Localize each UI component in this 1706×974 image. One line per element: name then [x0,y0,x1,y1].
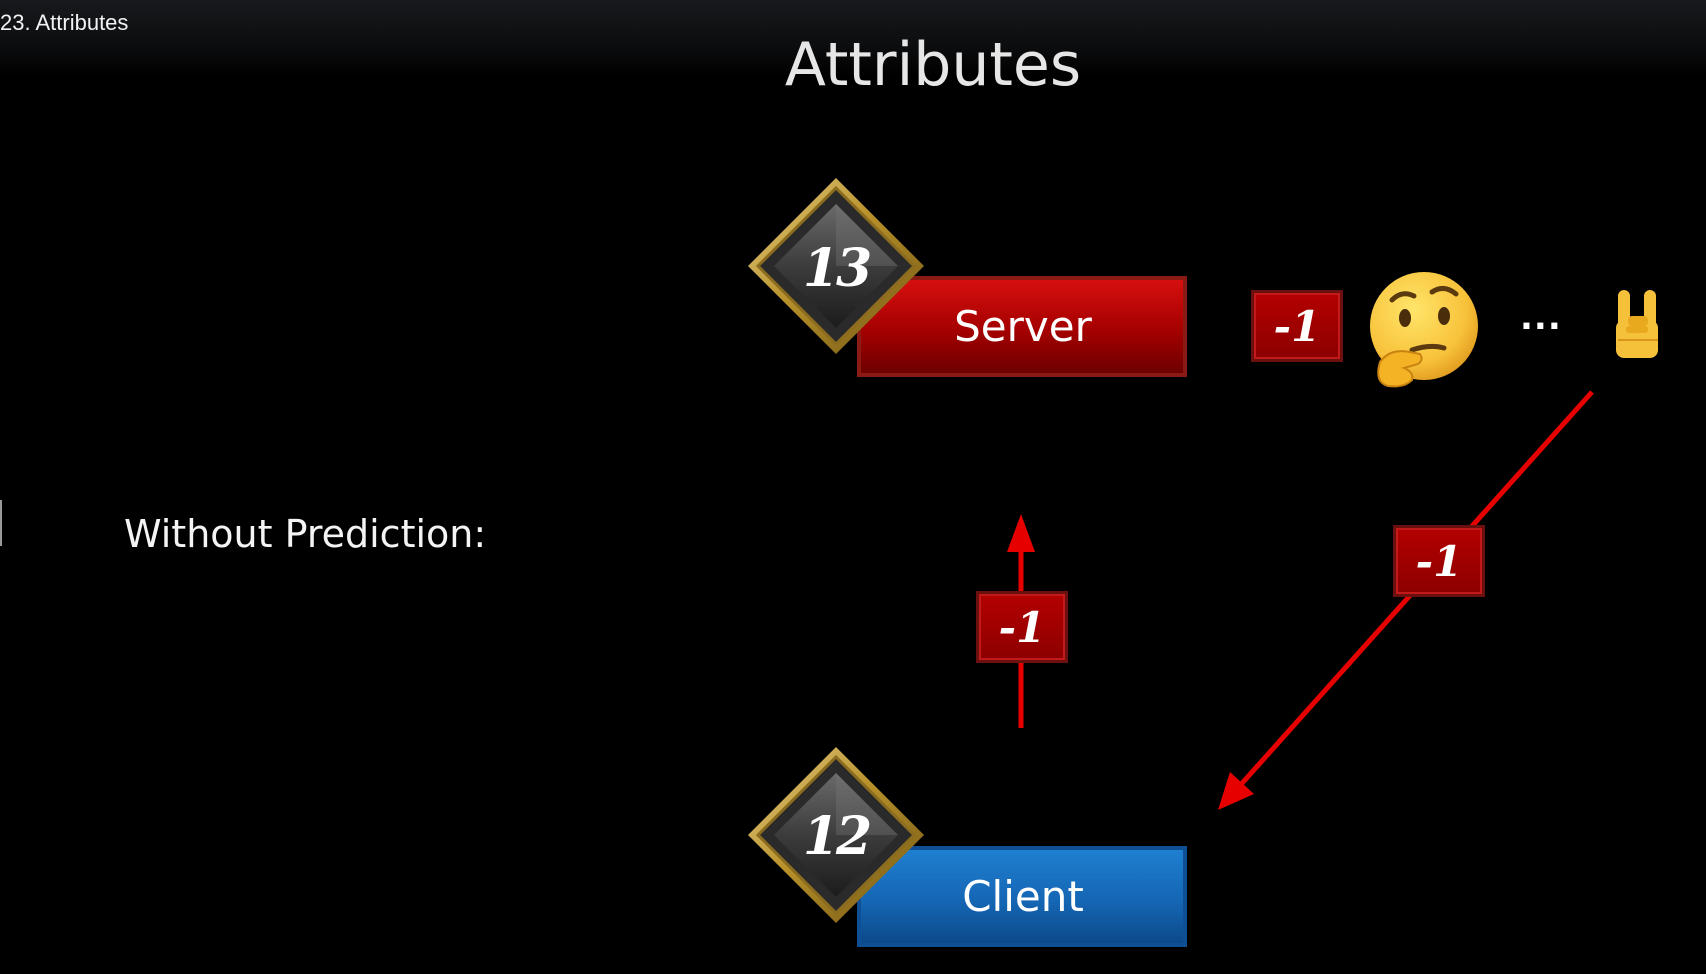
server-box: Server [857,276,1187,377]
slide-title: Attributes [784,30,1082,100]
ellipsis-text: ... [1520,298,1562,338]
thinking-face-icon [1370,272,1478,388]
server-value: 13 [802,238,872,299]
client-box: Client [857,846,1187,947]
horns-hand-icon [1616,290,1658,358]
slide-subtitle: Without Prediction: [124,512,487,556]
server-label: Server [954,302,1092,351]
diagonal-arrow-change-badge: -1 [1393,525,1485,597]
server-change-badge: -1 [1251,290,1343,362]
video-title: 23. Attributes [0,10,129,35]
left-edge-marker [0,500,2,546]
client-value: 12 [802,806,872,867]
video-title-bar [0,0,1706,76]
diagonal-arrow [1218,390,1594,810]
up-arrow-change-badge: -1 [976,591,1068,663]
client-label: Client [962,872,1084,921]
